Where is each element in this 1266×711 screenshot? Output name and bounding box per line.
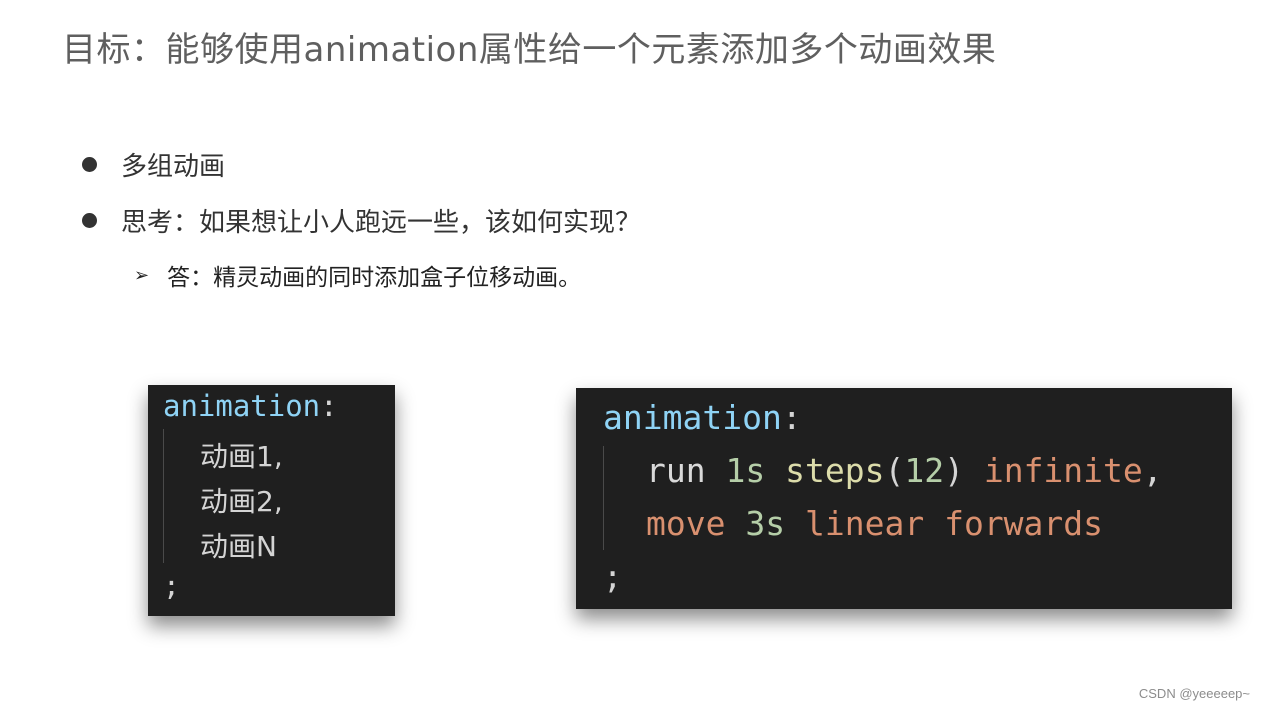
animation-duration: 1s <box>725 451 766 490</box>
timing-function-name: steps <box>785 451 885 490</box>
bullet-dot-icon <box>82 213 97 228</box>
code-line-run-animation: run 1s steps(12) infinite, <box>646 451 1163 490</box>
colon: : <box>320 389 338 423</box>
animation-duration: 3s <box>745 504 786 543</box>
animation-item: 动画2, <box>200 485 283 518</box>
code-line-property: animation: <box>603 398 802 437</box>
code-line-animation-n: 动画N <box>200 525 277 565</box>
bullet-item-question: 思考：如果想让小人跑远一些，该如何实现？ <box>82 202 641 239</box>
code-block-example: animation: run 1s steps(12) infinite, mo… <box>576 388 1232 609</box>
indent-guide <box>603 446 604 550</box>
arrow-bullet-icon: ➢ <box>134 264 150 286</box>
code-line-terminator: ; <box>603 558 622 596</box>
csdn-watermark: CSDN @yeeeeep~ <box>1138 686 1250 701</box>
code-line-move-animation: move 3s linear forwards <box>646 504 1103 543</box>
bullet-text: 思考：如果想让小人跑远一些，该如何实现？ <box>121 208 642 238</box>
semicolon: ; <box>603 558 623 596</box>
animation-name: run <box>646 451 706 490</box>
code-line-terminator: ; <box>163 569 180 602</box>
code-line-animation-2: 动画2, <box>200 480 283 520</box>
paren-close: ) <box>944 451 964 490</box>
bullet-item-multiple-animations: 多组动画 <box>82 146 225 183</box>
slide-title: 目标：能够使用animation属性给一个元素添加多个动画效果 <box>62 30 997 70</box>
steps-count: 12 <box>904 451 945 490</box>
code-line-property: animation: <box>163 389 338 423</box>
iteration-count: infinite <box>983 451 1143 490</box>
bullet-dot-icon <box>82 157 97 172</box>
sub-bullet-answer: ➢ 答：精灵动画的同时添加盒子位移动画。 <box>134 258 581 292</box>
property-name: animation <box>163 389 321 423</box>
paren-open: ( <box>884 451 905 490</box>
code-line-animation-1: 动画1, <box>200 435 283 475</box>
indent-guide <box>163 429 164 563</box>
comma: , <box>1142 451 1163 490</box>
semicolon: ; <box>163 569 180 602</box>
timing-function: linear <box>804 504 925 543</box>
sub-bullet-text: 答：精灵动画的同时添加盒子位移动画。 <box>167 265 582 291</box>
bullet-text: 多组动画 <box>121 152 226 182</box>
animation-item: 动画N <box>200 530 277 563</box>
fill-mode: forwards <box>944 504 1104 543</box>
code-block-generic: animation: 动画1, 动画2, 动画N ; <box>148 385 395 616</box>
colon: : <box>781 398 802 437</box>
animation-name: move <box>646 504 726 543</box>
property-name: animation <box>603 398 782 437</box>
animation-item: 动画1, <box>200 440 283 473</box>
